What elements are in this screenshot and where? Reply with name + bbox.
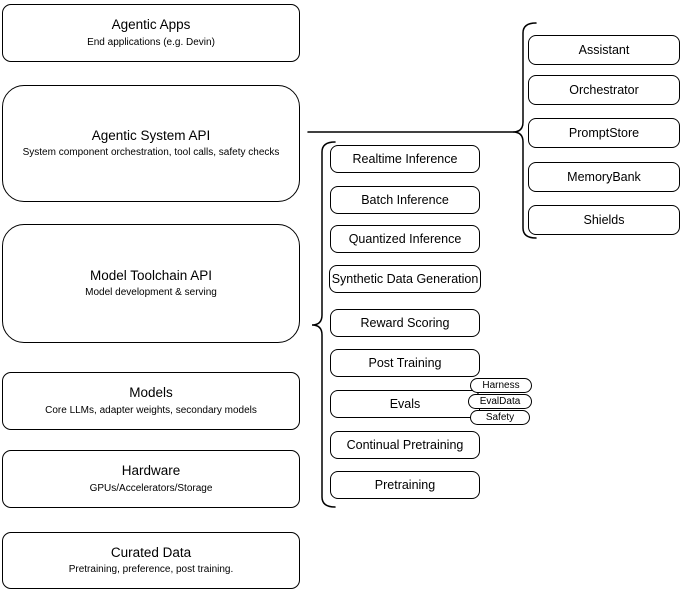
node-quantized-inference: Quantized Inference	[330, 225, 480, 253]
node-assistant: Assistant	[528, 35, 680, 65]
node-subtitle: System component orchestration, tool cal…	[22, 147, 280, 159]
node-title: Hardware	[121, 463, 181, 479]
node-memorybank: MemoryBank	[528, 162, 680, 192]
node-pretraining: Pretraining	[330, 471, 480, 499]
node-realtime-inference: Realtime Inference	[330, 145, 480, 173]
node-title: Models	[129, 385, 173, 401]
node-title: Agentic System API	[91, 127, 211, 143]
tag-harness: Harness	[470, 378, 532, 393]
node-models: Models Core LLMs, adapter weights, secon…	[2, 372, 300, 430]
node-title: Curated Data	[110, 544, 192, 560]
node-reward-scoring: Reward Scoring	[330, 309, 480, 337]
tag-evaldata: EvalData	[468, 394, 532, 409]
node-orchestrator: Orchestrator	[528, 75, 680, 105]
node-model-toolchain-api: Model Toolchain API Model development & …	[2, 224, 300, 343]
node-promptstore: PromptStore	[528, 118, 680, 148]
node-subtitle: Core LLMs, adapter weights, secondary mo…	[45, 404, 257, 416]
toolchain-brace	[311, 141, 336, 508]
node-evals: Evals	[330, 390, 480, 418]
node-hardware: Hardware GPUs/Accelerators/Storage	[2, 450, 300, 508]
node-subtitle: Pretraining, preference, post training.	[68, 564, 234, 576]
node-curated-data: Curated Data Pretraining, preference, po…	[2, 532, 300, 589]
node-batch-inference: Batch Inference	[330, 186, 480, 214]
node-subtitle: Model development & serving	[85, 287, 217, 299]
node-agentic-system-api: Agentic System API System component orch…	[2, 85, 300, 202]
node-title: Agentic Apps	[111, 17, 191, 33]
node-subtitle: GPUs/Accelerators/Storage	[89, 482, 213, 494]
node-post-training: Post Training	[330, 349, 480, 377]
node-shields: Shields	[528, 205, 680, 235]
tag-safety: Safety	[470, 410, 530, 425]
node-synthetic-data-generation: Synthetic Data Generation	[329, 265, 481, 293]
node-continual-pretraining: Continual Pretraining	[330, 431, 480, 459]
system-components-brace	[512, 22, 537, 239]
node-subtitle: End applications (e.g. Devin)	[87, 36, 215, 48]
node-agentic-apps: Agentic Apps End applications (e.g. Devi…	[2, 4, 300, 62]
node-title: Model Toolchain API	[89, 267, 213, 283]
